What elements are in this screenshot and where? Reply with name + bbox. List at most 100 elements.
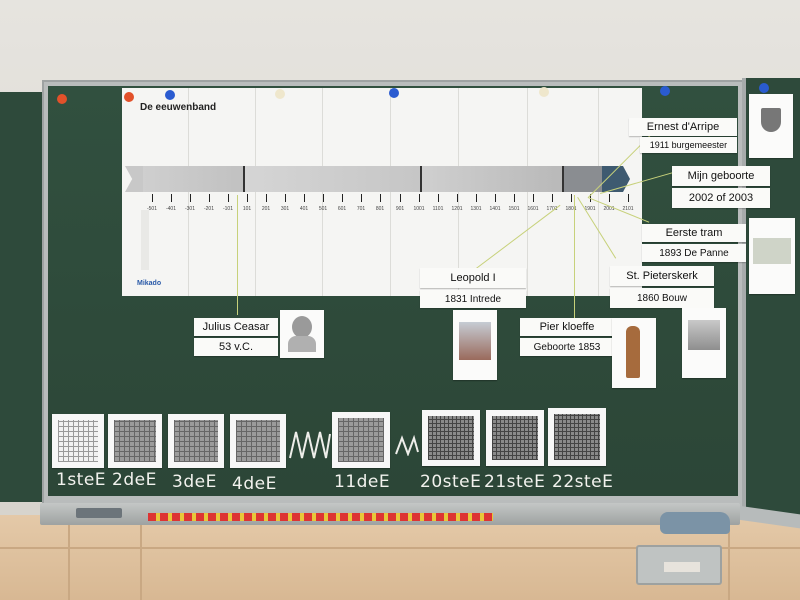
left-board-wing: [0, 92, 48, 502]
century-tick: [304, 194, 305, 202]
sponge-tray: [636, 545, 722, 585]
chalk-label-4: 4deE: [232, 474, 277, 494]
century-tick: [438, 194, 439, 202]
century-label: 2001: [603, 206, 615, 212]
chalk-label-21: 21steE: [484, 472, 546, 492]
century-label: 1801: [565, 206, 577, 212]
tram-photo-card: [749, 218, 795, 294]
century-tick: [628, 194, 629, 202]
century-label: 601: [337, 206, 347, 212]
century-tick: [419, 194, 420, 202]
magnet-cream: [275, 89, 285, 99]
poster-brand: Mikado: [137, 280, 162, 287]
chalk-label-1: 1steE: [56, 470, 107, 490]
string-caesar: [237, 195, 238, 315]
century-label: 2101: [622, 206, 634, 212]
chalk-label-2: 2deE: [112, 470, 157, 490]
magnet-red: [57, 94, 67, 104]
pier-figure-card: [612, 318, 656, 388]
label-birth-name: Mijn geboorte: [672, 166, 770, 186]
century-tick: [533, 194, 534, 202]
label-ernest-detail: 1911 burgemeester: [640, 137, 737, 153]
century-label: 301: [280, 206, 290, 212]
timeline-poster: [122, 88, 642, 296]
century-label: 1601: [527, 206, 539, 212]
century-label: 401: [299, 206, 309, 212]
label-caesar-detail: 53 v.C.: [194, 338, 278, 356]
century-tick: [171, 194, 172, 202]
century-label: 1001: [413, 206, 425, 212]
caesar-bust-card: [280, 310, 324, 358]
label-leopold-name: Leopold I: [420, 268, 526, 288]
century-label: 801: [375, 206, 385, 212]
magnet-blue: [389, 88, 399, 98]
century-label: 1501: [508, 206, 520, 212]
chalk-label-22: 22steE: [552, 472, 614, 492]
grid-card-2: [108, 414, 162, 468]
grid-card-4: [230, 414, 286, 468]
century-tick: [247, 194, 248, 202]
chalk-label-11: 11deE: [334, 472, 391, 492]
chalk-zigzag: [289, 431, 331, 459]
century-tick: [514, 194, 515, 202]
grid-card-20: [422, 410, 480, 466]
sponge: [664, 562, 700, 572]
label-leopold-detail: 1831 Intrede: [420, 290, 526, 308]
magnet-blue: [759, 83, 769, 93]
century-label: 1201: [451, 206, 463, 212]
century-label: 1901: [584, 206, 596, 212]
century-tick: [552, 194, 553, 202]
century-tick: [209, 194, 210, 202]
chalk-label-20: 20steE: [420, 472, 482, 492]
century-band: [125, 166, 630, 192]
century-tick: [361, 194, 362, 202]
magnet-red: [124, 92, 134, 102]
church-photo-card: [682, 308, 726, 378]
century-tick: [609, 194, 610, 202]
magnet-blue: [165, 90, 175, 100]
label-pier-name: Pier kloeffe: [520, 318, 614, 336]
label-caesar-name: Julius Ceasar: [194, 318, 278, 336]
eraser: [76, 508, 122, 518]
chalk-label-3: 3deE: [172, 472, 217, 492]
ruler: [148, 513, 493, 521]
century-tick: [152, 194, 153, 202]
century-tick: [323, 194, 324, 202]
chalk-zigzag: [395, 434, 419, 456]
label-tram-name: Eerste tram: [642, 224, 746, 242]
magnet-cream: [539, 87, 549, 97]
century-label: -201: [203, 206, 214, 212]
cleaning-cloth: [660, 512, 730, 534]
grid-card-22: [548, 408, 606, 466]
magnet-blue: [660, 86, 670, 96]
label-pieterskerk-name: St. Pieterskerk: [610, 266, 714, 286]
label-birth-detail: 2002 of 2003: [672, 188, 770, 208]
century-tick: [380, 194, 381, 202]
coat-of-arms-card: [749, 94, 793, 158]
century-label: -401: [165, 206, 176, 212]
century-label: 1401: [489, 206, 501, 212]
century-tick: [476, 194, 477, 202]
century-label: -101: [222, 206, 233, 212]
century-label: 1301: [470, 206, 482, 212]
century-label: 501: [318, 206, 328, 212]
century-tick: [571, 194, 572, 202]
century-tick: [342, 194, 343, 202]
century-tick: [266, 194, 267, 202]
string-pier: [574, 195, 575, 322]
grid-card-21: [486, 410, 544, 466]
label-tram-detail: 1893 De Panne: [642, 244, 746, 262]
leopold-portrait-card: [453, 310, 497, 380]
century-label: -301: [184, 206, 195, 212]
grid-card-1: [52, 414, 104, 468]
century-label: 1101: [432, 206, 444, 212]
century-tick: [457, 194, 458, 202]
poster-side-text: [141, 210, 149, 270]
century-label: -501: [146, 206, 157, 212]
century-tick: [228, 194, 229, 202]
grid-card-11: [332, 412, 390, 468]
label-pieterskerk-detail: 1860 Bouw: [610, 288, 714, 308]
century-label: 701: [356, 206, 366, 212]
century-tick: [285, 194, 286, 202]
century-tick: [495, 194, 496, 202]
